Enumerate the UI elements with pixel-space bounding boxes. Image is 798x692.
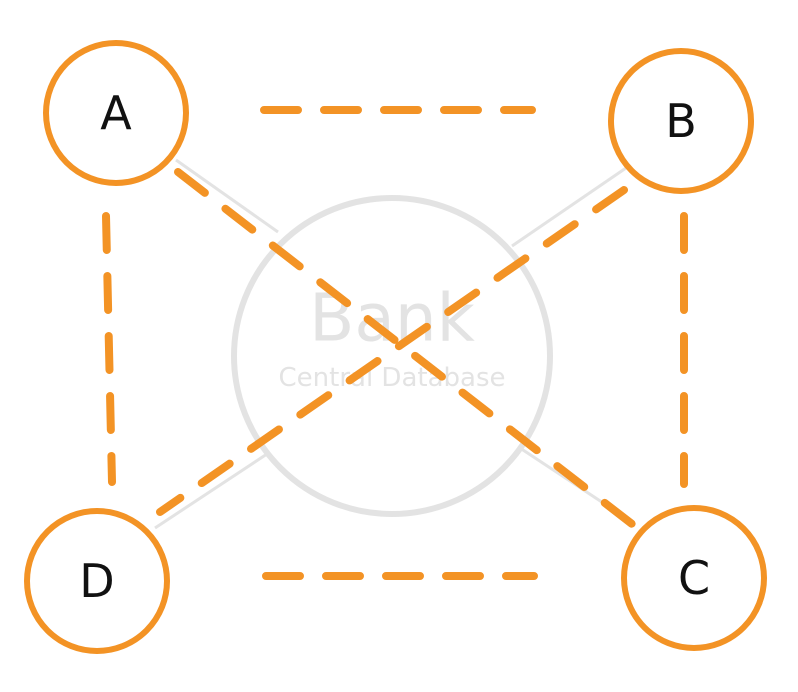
node-a-label: A <box>100 86 132 140</box>
node-d-label: D <box>79 554 114 608</box>
node-b-circle <box>608 48 754 194</box>
hub-link-b <box>511 166 627 248</box>
hub-subtitle: Central Database <box>279 363 506 393</box>
hub-link-d <box>154 450 271 530</box>
node-d: D <box>24 508 170 654</box>
hub-link-a <box>175 158 279 234</box>
peer-connections <box>102 106 688 580</box>
peer-link-d-a <box>102 212 116 486</box>
node-d-circle <box>24 508 170 654</box>
node-a-circle <box>43 40 189 186</box>
node-b: B <box>608 48 754 194</box>
peer-link-a-c <box>174 168 636 528</box>
node-c-label: C <box>678 551 710 605</box>
hub-circle <box>231 195 553 517</box>
peer-link-b-d <box>156 186 628 516</box>
hub-node: Bank Central Database <box>231 195 553 517</box>
node-c-circle <box>621 505 767 651</box>
node-c: C <box>621 505 767 651</box>
node-b-label: B <box>665 94 697 148</box>
node-a: A <box>43 40 189 186</box>
